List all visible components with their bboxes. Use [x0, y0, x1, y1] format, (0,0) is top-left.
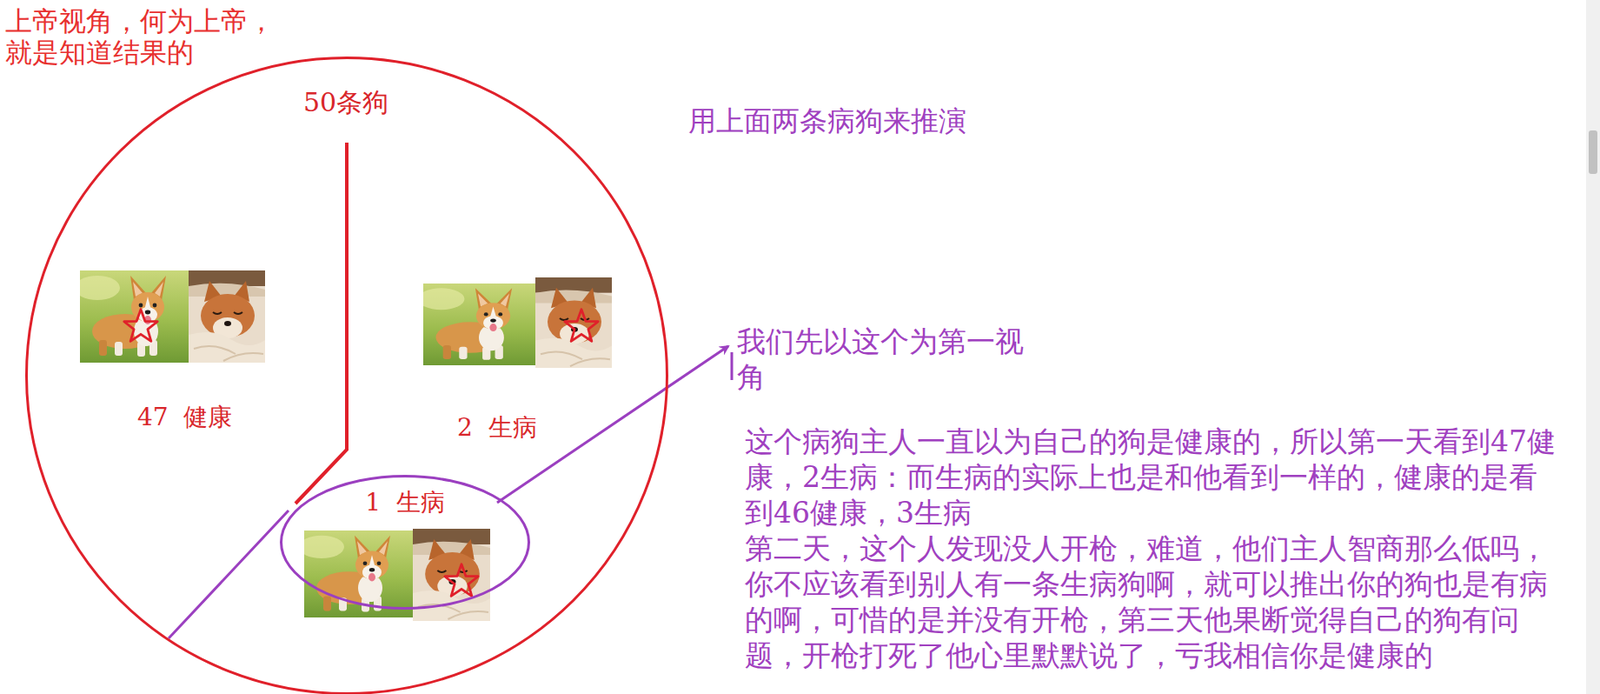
shiba-photo: [535, 277, 612, 368]
group-label: 1 生病: [279, 487, 531, 518]
note-text: 我们先以这个为第一视角: [736, 323, 1033, 395]
group-label: 2 生病: [457, 412, 538, 443]
scrollbar-track: [1586, 0, 1600, 694]
arrow-tick: [730, 351, 734, 380]
group-circle: [26, 58, 668, 694]
note-text: 用上面两条病狗来推演: [688, 104, 967, 138]
group-title: 50条狗: [303, 86, 389, 119]
divider-line: [168, 510, 289, 638]
star-mark: [444, 564, 479, 597]
shiba-photo: [188, 270, 266, 363]
subgroup-ellipse: 1 生病: [279, 474, 531, 610]
corgi-photo: [74, 270, 189, 363]
corgi-photo: [418, 283, 536, 366]
paragraph-text: 第二天，这个人发现没人开枪，难道，他们主人智商那么低吗，你不应该看到别人有一条生…: [744, 530, 1562, 673]
star-mark: [124, 309, 158, 342]
corgi-photo: [298, 530, 413, 618]
scrollbar-thumb: [1588, 130, 1598, 174]
group-circle: 50条狗 1 生病: [25, 56, 669, 694]
group-label: 47 健康: [137, 402, 233, 432]
star-mark: [564, 309, 598, 342]
divider-line: [295, 142, 347, 504]
group-circle-outline: [25, 56, 669, 694]
paragraph-text: 这个病狗主人一直以为自己的狗是健康的，所以第一天看到47健康，2生病：而生病的实…: [744, 423, 1562, 531]
heading-note: 上帝视角，何为上帝，就是知道结果的: [5, 5, 284, 68]
